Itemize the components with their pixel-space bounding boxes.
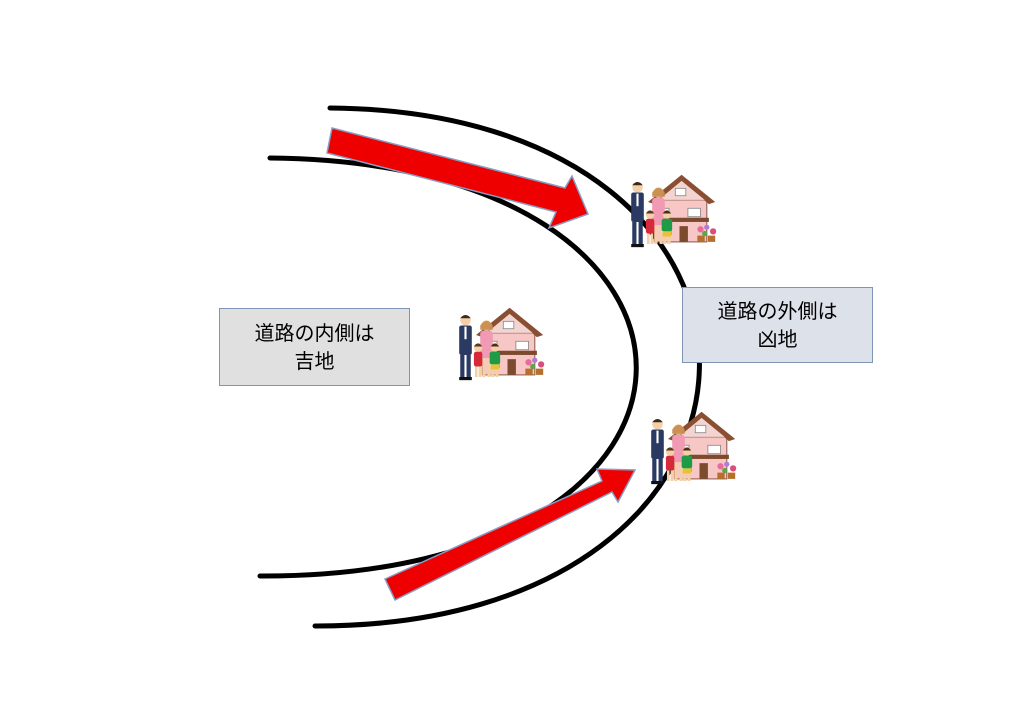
arrow-top <box>326 127 589 230</box>
outer-label-line2: 凶地 <box>757 327 798 351</box>
outer-side-label: 道路の外側は 凶地 <box>682 287 873 363</box>
arrow-bottom <box>383 468 637 602</box>
inner-label-line1: 道路の内側は <box>254 321 375 345</box>
family-house-icon <box>458 307 545 381</box>
inner-label-line2: 吉地 <box>294 349 335 373</box>
outer-label-line1: 道路の外側は <box>717 299 838 323</box>
family-house-icon <box>630 174 717 248</box>
inner-side-label: 道路の内側は 吉地 <box>219 308 410 386</box>
road-outer-edge <box>312 105 702 629</box>
family-house-icon <box>650 411 737 485</box>
